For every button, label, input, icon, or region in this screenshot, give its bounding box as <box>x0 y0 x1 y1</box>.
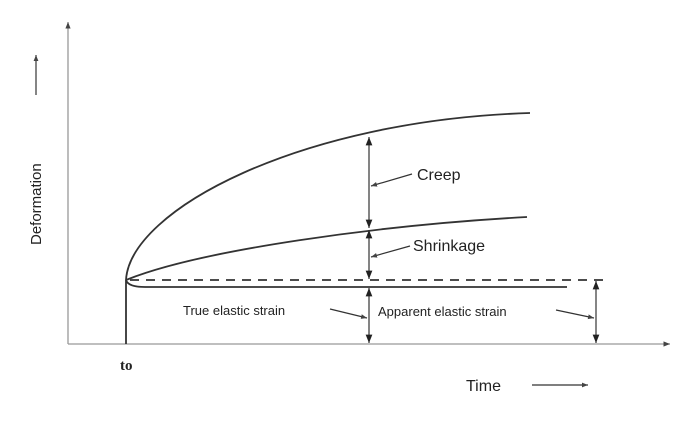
creep-label: Creep <box>417 167 461 184</box>
creep-leader <box>370 173 413 187</box>
shrinkage-curve <box>125 216 528 281</box>
t0-label: to <box>120 358 133 374</box>
true-elastic-label: True elastic strain <box>183 303 285 318</box>
shrinkage-leader <box>370 245 411 258</box>
true-elastic-leader <box>329 308 368 319</box>
x-axis-label: Time <box>466 378 501 395</box>
apparent-elastic-leader <box>555 309 595 320</box>
creep-curve <box>125 112 531 281</box>
true-elastic-line <box>125 279 567 288</box>
shrinkage-label: Shrinkage <box>413 238 485 255</box>
apparent-elastic-label: Apparent elastic strain <box>378 304 507 319</box>
y-axis-label: Deformation <box>28 163 45 245</box>
